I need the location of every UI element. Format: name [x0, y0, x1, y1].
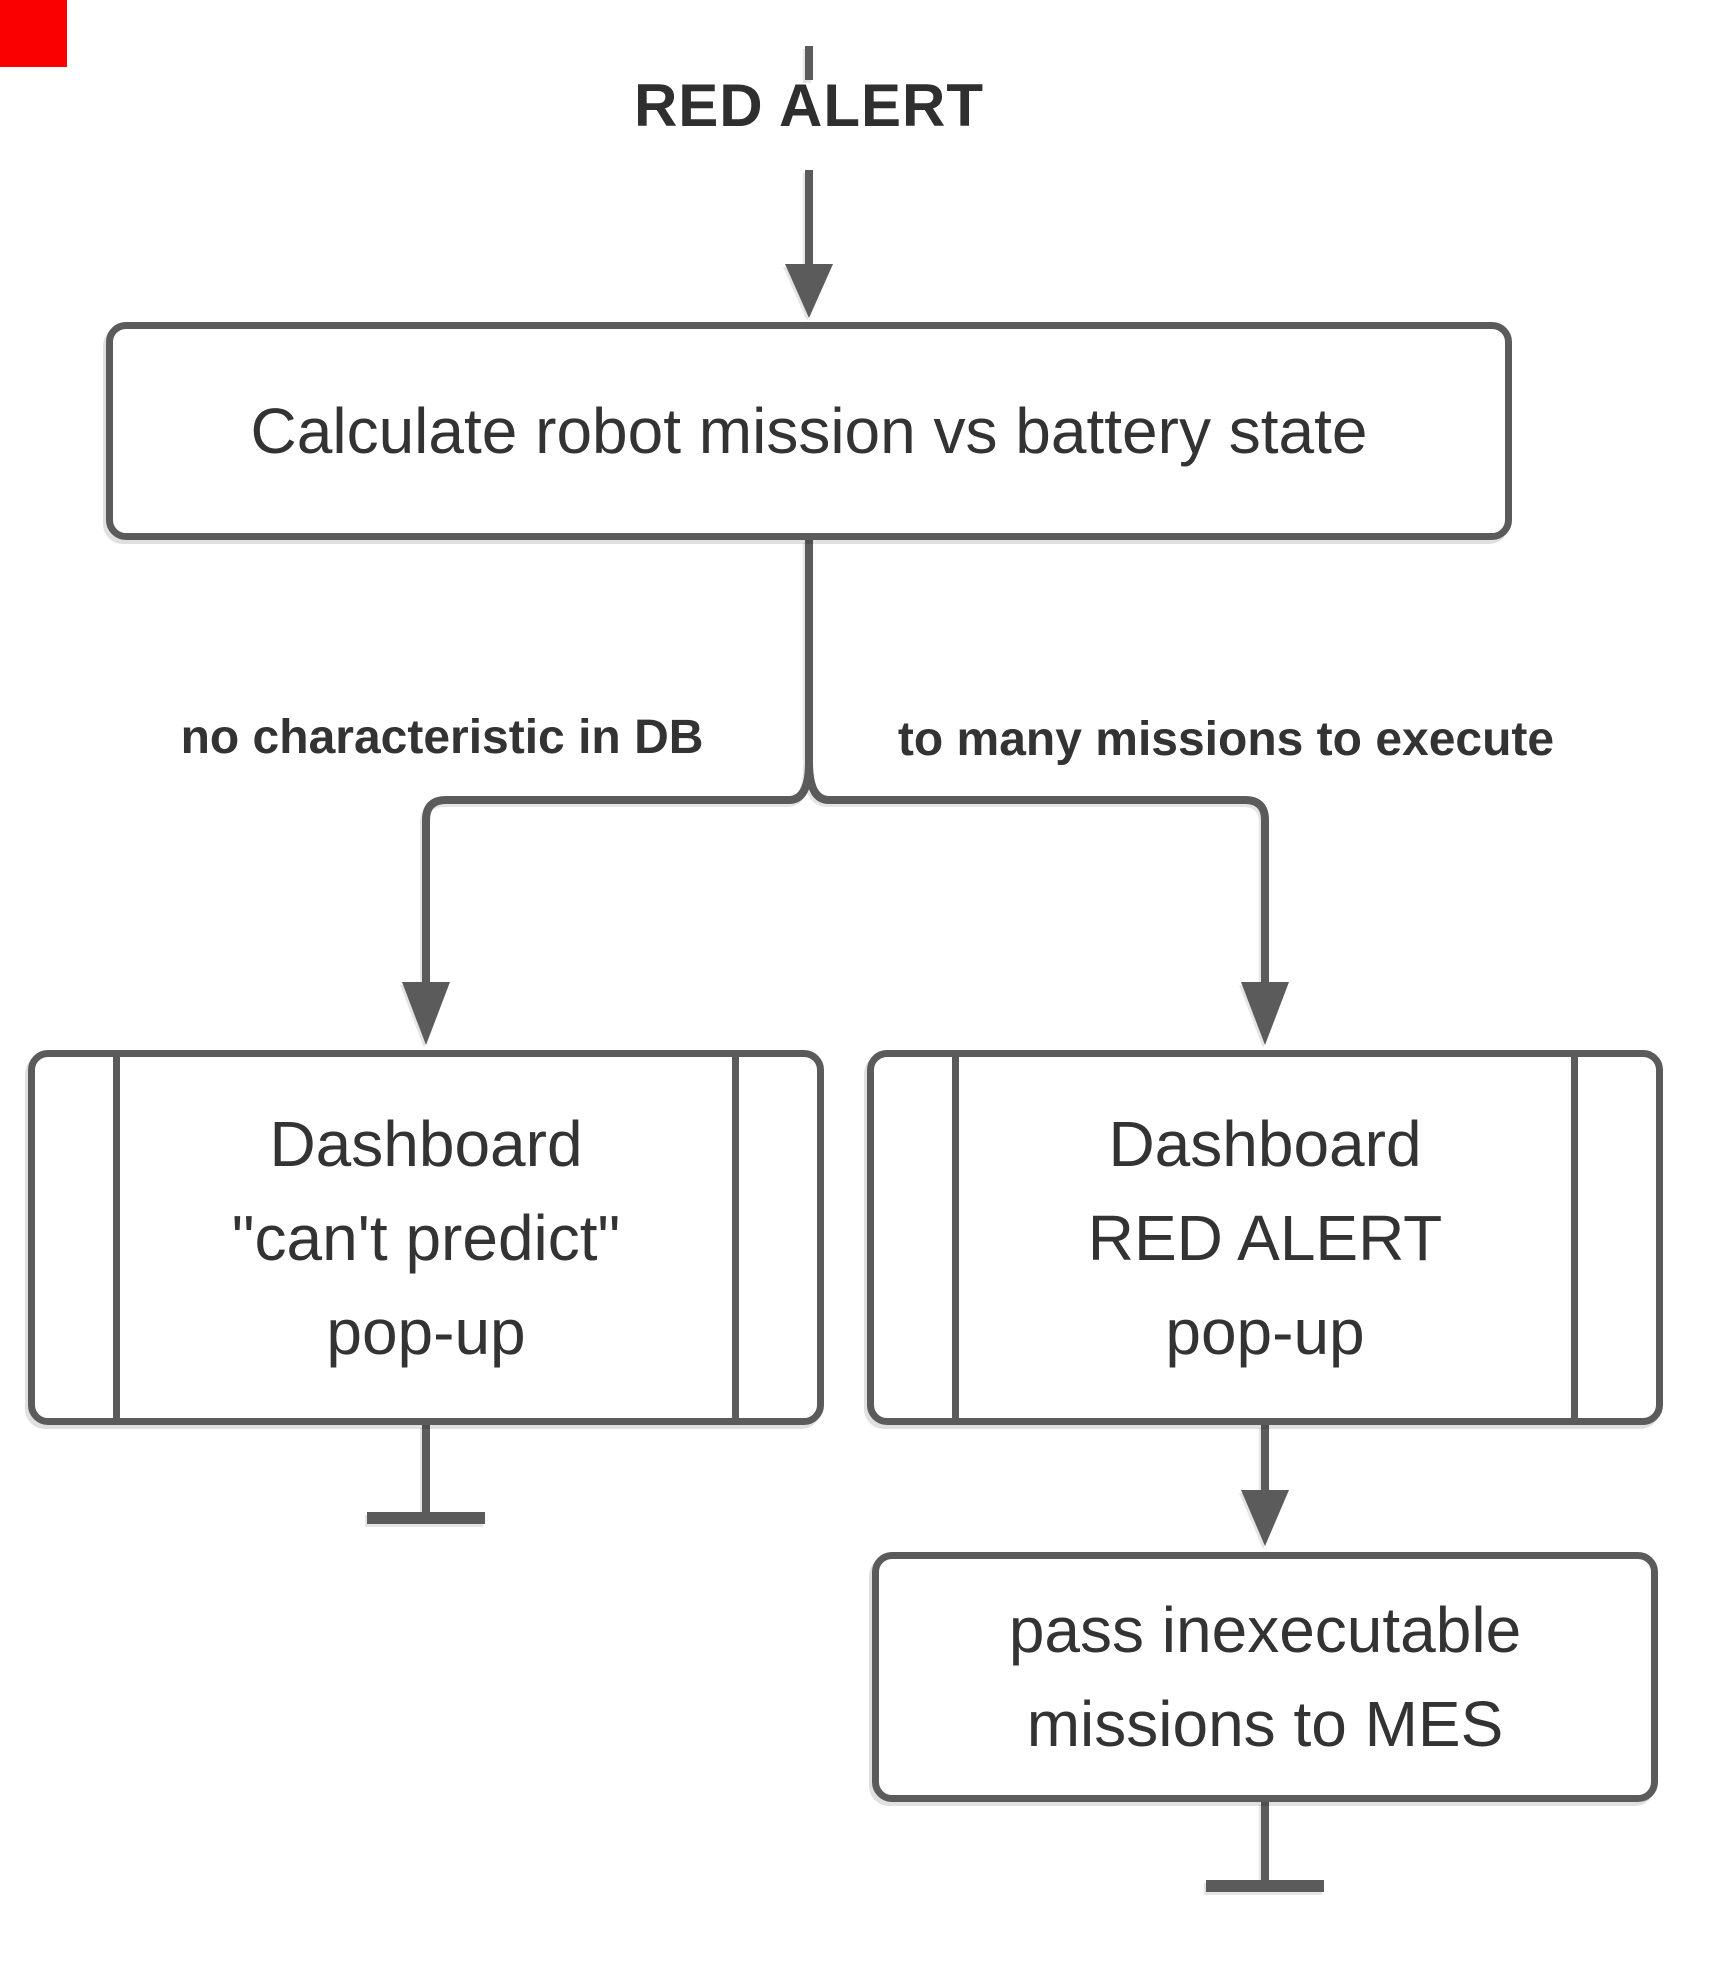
- node-text-line: pop-up: [326, 1295, 526, 1368]
- node-calculate-mission: Calculate robot mission vs battery state: [106, 322, 1512, 540]
- edge-label-no-characteristic: no characteristic in DB: [180, 711, 704, 764]
- node-text-line: Dashboard: [1108, 1107, 1422, 1180]
- mes-arrowhead-icon: [1241, 1490, 1289, 1546]
- predefined-process-right-bar: [732, 1057, 739, 1418]
- left-terminator-bar: [367, 1512, 485, 1524]
- right-branch-arrowhead-icon: [1241, 982, 1289, 1045]
- node-text-line: "can't predict": [231, 1201, 621, 1274]
- node-text-line: pass inexecutable: [1008, 1594, 1522, 1666]
- red-marker-square: [0, 0, 67, 67]
- node-text-line: missions to MES: [1026, 1688, 1504, 1760]
- mes-terminator-bar: [1206, 1880, 1324, 1892]
- node-text-line: RED ALERT: [1087, 1201, 1443, 1274]
- predefined-process-left-bar: [952, 1057, 959, 1418]
- node-text: pass inexecutable missions to MES: [1009, 1583, 1521, 1771]
- edge-label-too-many-missions: to many missions to execute: [897, 713, 1555, 766]
- node-text-line: pop-up: [1165, 1295, 1365, 1368]
- node-text: Dashboard "can't predict" pop-up: [232, 1097, 621, 1379]
- predefined-process-left-bar: [113, 1057, 120, 1418]
- node-pass-missions-to-mes: pass inexecutable missions to MES: [872, 1552, 1658, 1802]
- start-arrowhead-icon: [785, 264, 833, 318]
- node-text-line: Dashboard: [269, 1107, 583, 1180]
- predefined-process-right-bar: [1571, 1057, 1578, 1418]
- diagram-title: RED ALERT: [633, 72, 985, 139]
- right-branch-line: [805, 761, 1269, 985]
- node-dashboard-cant-predict: Dashboard "can't predict" pop-up: [28, 1050, 824, 1425]
- left-branch-line: [422, 761, 813, 985]
- left-branch-arrowhead-icon: [402, 982, 450, 1045]
